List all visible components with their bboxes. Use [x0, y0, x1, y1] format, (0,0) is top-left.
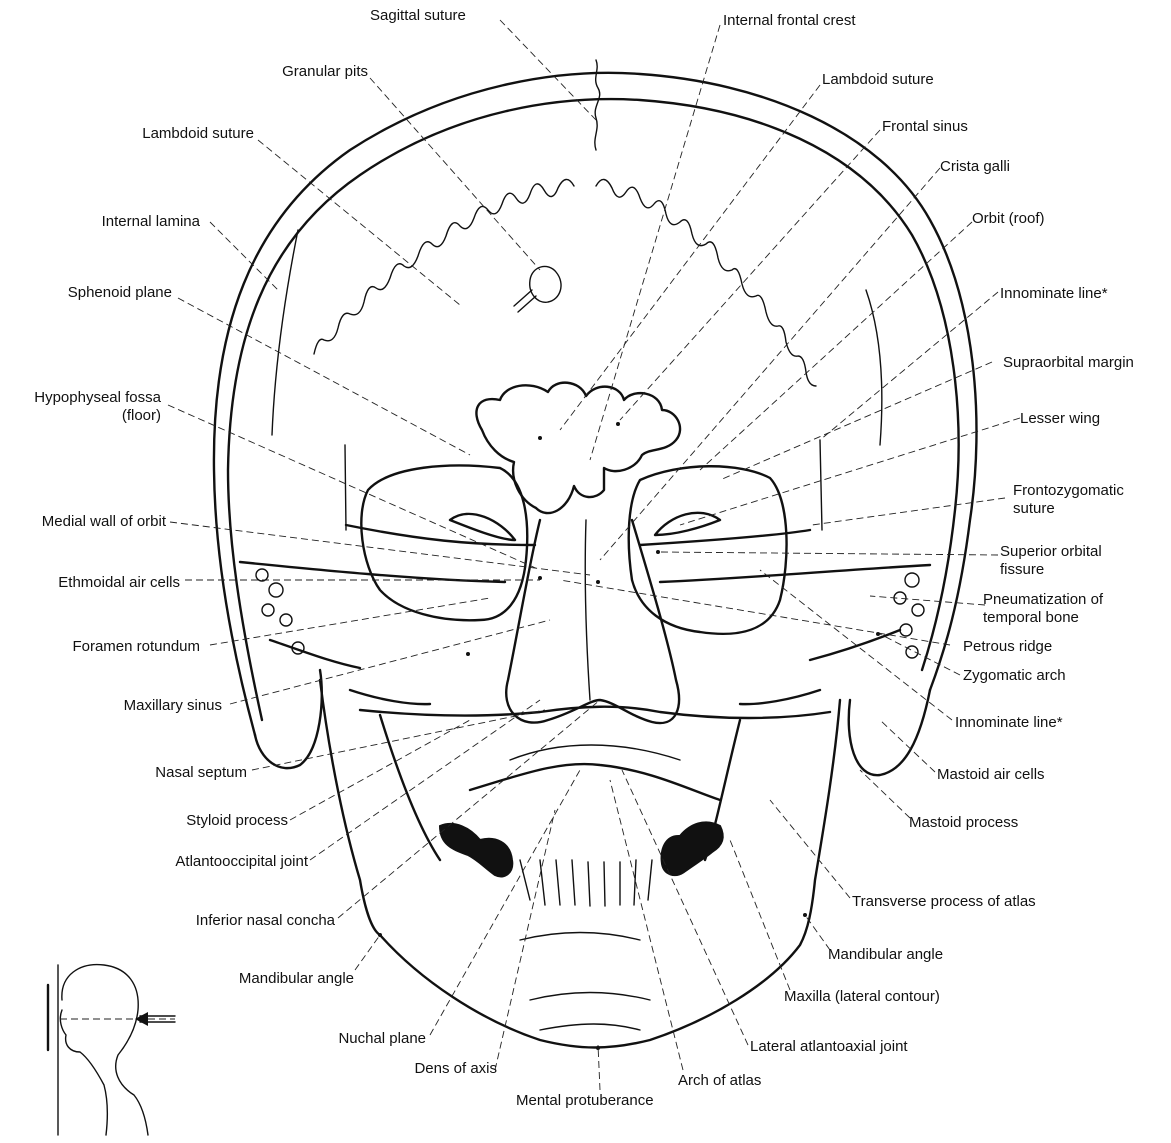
- nasal-septum-line: [585, 520, 590, 700]
- label-lateral-atlantoaxial-joint: Lateral atlantoaxial joint: [750, 1038, 908, 1055]
- label-petrous-ridge: Petrous ridge: [963, 638, 1052, 655]
- lambdoid-suture-right-line: [596, 179, 816, 386]
- label-internal-lamina: Internal lamina: [102, 213, 201, 230]
- maxilla-contour: [360, 707, 830, 718]
- label-lambdoid-suture-left: Lambdoid suture: [142, 125, 254, 142]
- pneumatization-left-cell-2: [269, 583, 283, 597]
- label-pneumatization-1: Pneumatization of: [983, 591, 1104, 608]
- label-mastoid-air-cells: Mastoid air cells: [937, 766, 1045, 783]
- label-transverse-process-of-atlas: Transverse process of atlas: [852, 893, 1036, 910]
- label-sphenoid-plane: Sphenoid plane: [68, 284, 172, 301]
- granular-pit-shape: [514, 266, 561, 312]
- label-foramen-rotundum: Foramen rotundum: [72, 638, 200, 655]
- label-arch-of-atlas: Arch of atlas: [678, 1072, 761, 1089]
- innominate-lines: [345, 440, 822, 530]
- label-group-top: Sagittal suture Internal frontal crest: [370, 7, 856, 29]
- label-maxillary-sinus: Maxillary sinus: [124, 697, 222, 714]
- pneumatization-left-cell-3: [262, 604, 274, 616]
- maxilla-upper-jaw: [470, 764, 720, 800]
- label-zygomatic-arch: Zygomatic arch: [963, 667, 1066, 684]
- zygomatic-arch-right: [740, 630, 900, 704]
- pneumatization-right-cell-4: [900, 624, 912, 636]
- pneumatization-left-cell-4: [280, 614, 292, 626]
- internal-lamina-arc: [272, 230, 298, 435]
- pneumatization-right-cell-1: [905, 573, 919, 587]
- label-innominate-line-lower: Innominate line*: [955, 714, 1063, 731]
- label-lesser-wing: Lesser wing: [1020, 410, 1100, 427]
- lesser-wing-right: [655, 513, 720, 535]
- label-superior-orbital-fissure-2: fissure: [1000, 561, 1044, 578]
- label-styloid-process: Styloid process: [186, 812, 288, 829]
- label-lambdoid-suture-right: Lambdoid suture: [822, 71, 934, 88]
- label-mandibular-angle-left: Mandibular angle: [239, 970, 354, 987]
- label-pneumatization-2: temporal bone: [983, 609, 1079, 626]
- label-granular-pits: Granular pits: [282, 63, 368, 80]
- sphenoid-plane-line: [346, 525, 810, 545]
- label-orbit-roof: Orbit (roof): [972, 210, 1045, 227]
- frontal-sinus-shape: [476, 383, 680, 513]
- label-ethmoidal-air-cells: Ethmoidal air cells: [58, 574, 180, 591]
- label-sagittal-suture: Sagittal suture: [370, 7, 466, 24]
- label-medial-wall-of-orbit: Medial wall of orbit: [42, 513, 167, 530]
- pneumatization-left-cell-1: [256, 569, 268, 581]
- label-mandibular-angle-right: Mandibular angle: [828, 946, 943, 963]
- label-crista-galli: Crista galli: [940, 158, 1010, 175]
- label-group-bottom: Mental protuberance: [516, 1092, 654, 1109]
- label-nasal-septum: Nasal septum: [155, 764, 247, 781]
- label-nuchal-plane: Nuchal plane: [338, 1030, 426, 1047]
- pneumatization-right-cell-3: [912, 604, 924, 616]
- label-maxilla-lateral-contour: Maxilla (lateral contour): [784, 988, 940, 1005]
- label-mastoid-process: Mastoid process: [909, 814, 1018, 831]
- label-hypophyseal-fossa-floor: (floor): [122, 407, 161, 424]
- left-orbit: [361, 466, 527, 621]
- label-dens-of-axis: Dens of axis: [414, 1060, 497, 1077]
- nasal-cavity: [506, 520, 679, 723]
- label-hypophyseal-fossa: Hypophyseal fossa: [34, 389, 161, 406]
- label-internal-frontal-crest: Internal frontal crest: [723, 12, 856, 29]
- left-temporal: [255, 670, 322, 768]
- right-orbit: [629, 466, 787, 634]
- label-superior-orbital-fissure-1: Superior orbital: [1000, 543, 1102, 560]
- mental-contour: [520, 933, 650, 1031]
- right-temporal: [849, 690, 930, 775]
- lesser-wing-left: [450, 514, 515, 540]
- label-inferior-nasal-concha: Inferior nasal concha: [196, 912, 336, 929]
- label-supraorbital-margin: Supraorbital margin: [1003, 354, 1134, 371]
- label-frontal-sinus: Frontal sinus: [882, 118, 968, 135]
- right-inner-arc: [866, 290, 882, 445]
- label-mental-protuberance: Mental protuberance: [516, 1092, 654, 1109]
- palate-line: [510, 745, 680, 760]
- label-atlantooccipital-joint: Atlantooccipital joint: [175, 853, 308, 870]
- label-frontozygomatic-suture-2: suture: [1013, 500, 1055, 517]
- dark-teeth-right: [662, 822, 723, 875]
- label-innominate-line-upper: Innominate line*: [1000, 285, 1108, 302]
- dark-teeth-left: [440, 824, 512, 877]
- lambdoid-suture-left-line: [314, 179, 574, 354]
- skull-outer-contour: [214, 73, 977, 735]
- mandible-ramus-left: [380, 715, 440, 860]
- label-frontozygomatic-suture-1: Frontozygomatic: [1013, 482, 1124, 499]
- leader-lines: [168, 20, 1020, 1090]
- projection-inset: [48, 965, 175, 1135]
- skull-inner-lamina: [228, 99, 959, 720]
